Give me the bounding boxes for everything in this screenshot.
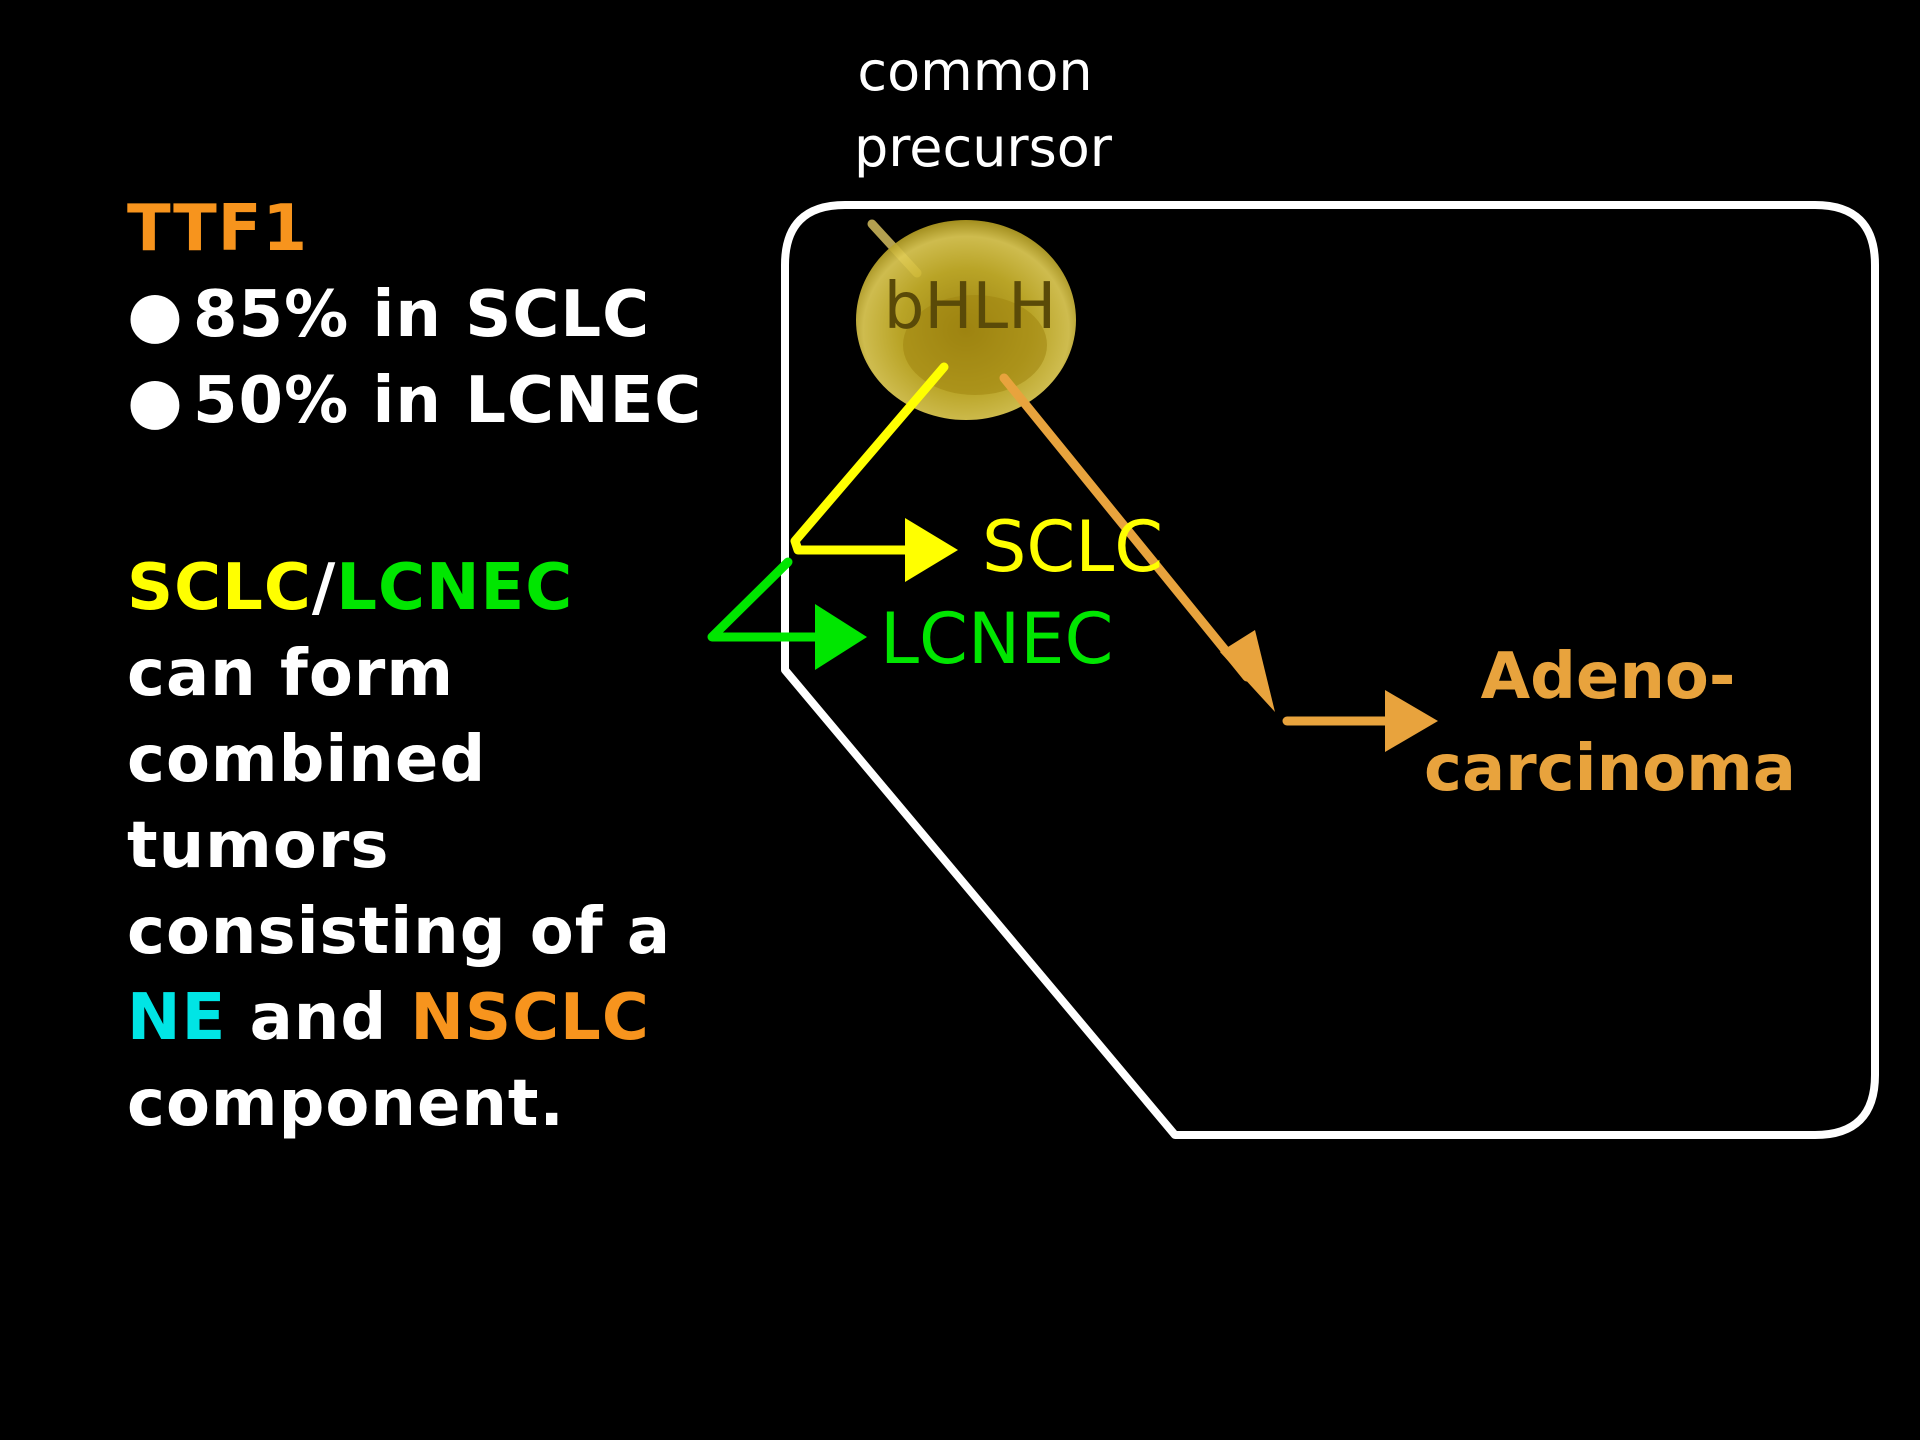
ttf1-bullet-lcnec: ●50% in LCNEC: [127, 358, 702, 444]
combined-ne: NE: [127, 981, 227, 1055]
lcnec-arrow: [707, 557, 867, 670]
bhlh-label: bHLH: [884, 270, 1057, 344]
combined-nsclc: NSCLC: [410, 981, 650, 1055]
combined-line-3: combined: [127, 723, 487, 797]
ttf1-bullet-sclc: ●85% in SCLC: [127, 272, 702, 358]
sclc-arrow: [790, 362, 958, 582]
bullet-dot: ●: [127, 364, 184, 438]
combined-sclc: SCLC: [127, 551, 312, 625]
combined-line-6: NE and NSCLC: [127, 975, 671, 1061]
adeno-arrow: [999, 373, 1438, 752]
boundary-outline: [781, 201, 1879, 1139]
sclc-label: SCLC: [982, 506, 1163, 588]
combined-line-7: component.: [127, 1067, 565, 1141]
combined-slash: /: [311, 551, 337, 625]
adeno-label-line2: carcinoma: [1424, 732, 1796, 806]
ttf1-sclc-text: in SCLC: [372, 278, 651, 352]
adeno-label-line1: Adeno-: [1481, 640, 1736, 714]
combined-line-2: can form: [127, 637, 455, 711]
bullet-dot: ●: [127, 278, 184, 352]
combined-line-1: SCLC/LCNEC: [127, 545, 671, 631]
precursor-label-line2: precursor: [854, 116, 1113, 179]
ttf1-lcnec-text: in LCNEC: [372, 364, 703, 438]
precursor-label-line1: common: [857, 40, 1092, 103]
ttf1-sclc-percent: 85%: [193, 278, 350, 352]
ttf1-block: TTF1 ●85% in SCLC ●50% in LCNEC: [127, 186, 702, 444]
lcnec-label: LCNEC: [880, 598, 1113, 680]
combined-and: and: [226, 981, 411, 1055]
bhlh-node: bHLH: [856, 220, 1076, 420]
ttf1-lcnec-percent: 50%: [193, 364, 350, 438]
combined-line-4: tumors: [127, 809, 390, 883]
ttf1-title: TTF1: [127, 192, 309, 266]
combined-tumors-block: SCLC/LCNEC can form combined tumors cons…: [127, 545, 671, 1147]
combined-line-5: consisting of a: [127, 895, 672, 969]
combined-lcnec: LCNEC: [336, 551, 574, 625]
